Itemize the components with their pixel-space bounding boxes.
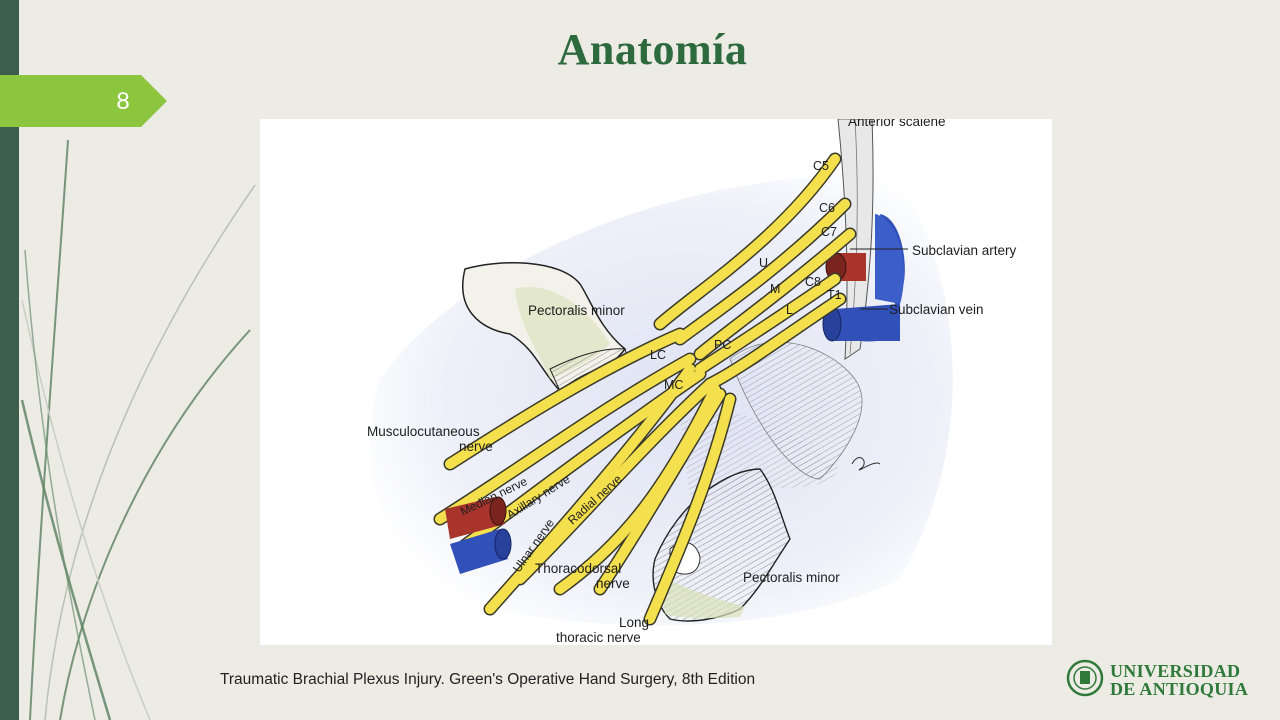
- label-c7: C7: [821, 225, 837, 239]
- label-subclavian-artery: Subclavian artery: [912, 243, 1017, 258]
- label-c6: C6: [819, 201, 835, 215]
- logo-line2: DE ANTIOQUIA: [1110, 679, 1249, 699]
- left-accent-bar: [0, 0, 19, 720]
- slide-title: Anatomía: [557, 25, 748, 74]
- label-pc: PC: [714, 338, 732, 352]
- logo-text: UNIVERSIDAD DE ANTIOQUIA: [1110, 662, 1248, 698]
- slide-number: 8: [116, 88, 130, 115]
- label-pectoralis-minor-top: Pectoralis minor: [528, 303, 625, 318]
- label-thoracodorsal-line1: Thoracodorsal: [535, 561, 622, 576]
- brachial-plexus-illustration: [370, 119, 953, 626]
- decorative-grass-lines: [20, 139, 256, 720]
- label-l: L: [786, 303, 793, 317]
- university-seal-icon: [1066, 659, 1104, 697]
- label-mc: MC: [664, 378, 684, 392]
- label-long-thoracic-line1: Long: [619, 615, 650, 630]
- label-u: U: [759, 256, 769, 270]
- label-pectoralis-minor-bottom: Pectoralis minor: [743, 570, 840, 585]
- label-m: M: [770, 282, 781, 296]
- label-c5: C5: [813, 159, 829, 173]
- label-c8: C8: [805, 275, 821, 289]
- label-lc: LC: [650, 348, 666, 362]
- university-logo: UNIVERSIDAD DE ANTIOQUIA: [1066, 657, 1266, 703]
- slide-number-tab: [0, 75, 167, 127]
- label-thoracodorsal-line2: nerve: [596, 576, 630, 591]
- label-subclavian-vein: Subclavian vein: [889, 302, 984, 317]
- figure-caption: Traumatic Brachial Plexus Injury. Green'…: [220, 671, 756, 688]
- label-long-thoracic-line2: thoracic nerve: [556, 630, 641, 645]
- label-anterior-scalene: Anterior scalene: [848, 119, 946, 129]
- label-musculocutaneous-line2: nerve: [459, 439, 493, 454]
- label-t1: T1: [827, 288, 842, 302]
- logo-line1: UNIVERSIDAD: [1110, 661, 1241, 681]
- brachial-plexus-figure: Anterior scalene C5 C6 C7 C8 T1 U M L LC…: [260, 119, 1052, 645]
- label-musculocutaneous-line1: Musculocutaneous: [367, 424, 480, 439]
